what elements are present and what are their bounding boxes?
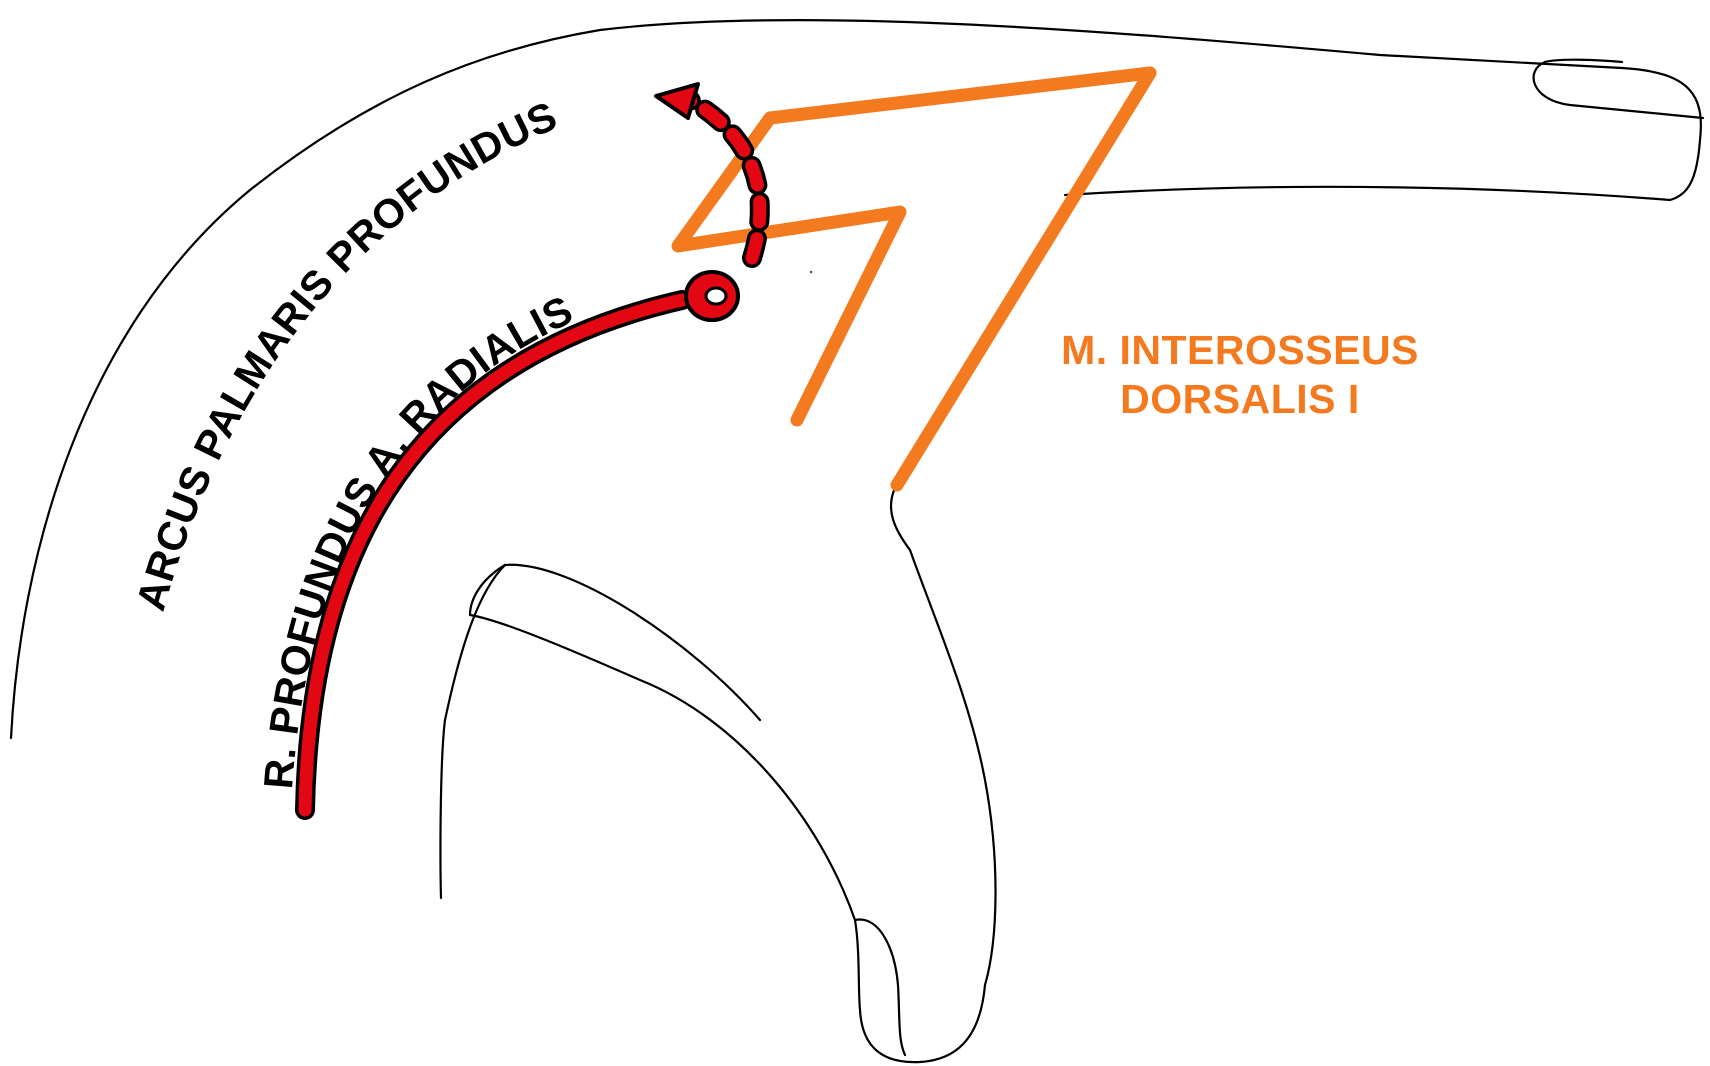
hand-outline (11, 20, 1703, 1062)
thumb-nail (855, 920, 905, 1055)
thumb-web-edge (891, 488, 996, 985)
index-finger-tip (1622, 68, 1701, 200)
index-finger-underside (1065, 187, 1670, 200)
thumb-tip (855, 920, 985, 1062)
arrowhead (656, 84, 698, 118)
thumb-inner-curve (470, 565, 855, 920)
speck (810, 271, 813, 274)
muscle-outline-long (897, 73, 1150, 485)
muscle-label-line1: M. INTEROSSEUS (1061, 327, 1419, 373)
muscle-label-line2: DORSALIS I (1120, 376, 1360, 422)
